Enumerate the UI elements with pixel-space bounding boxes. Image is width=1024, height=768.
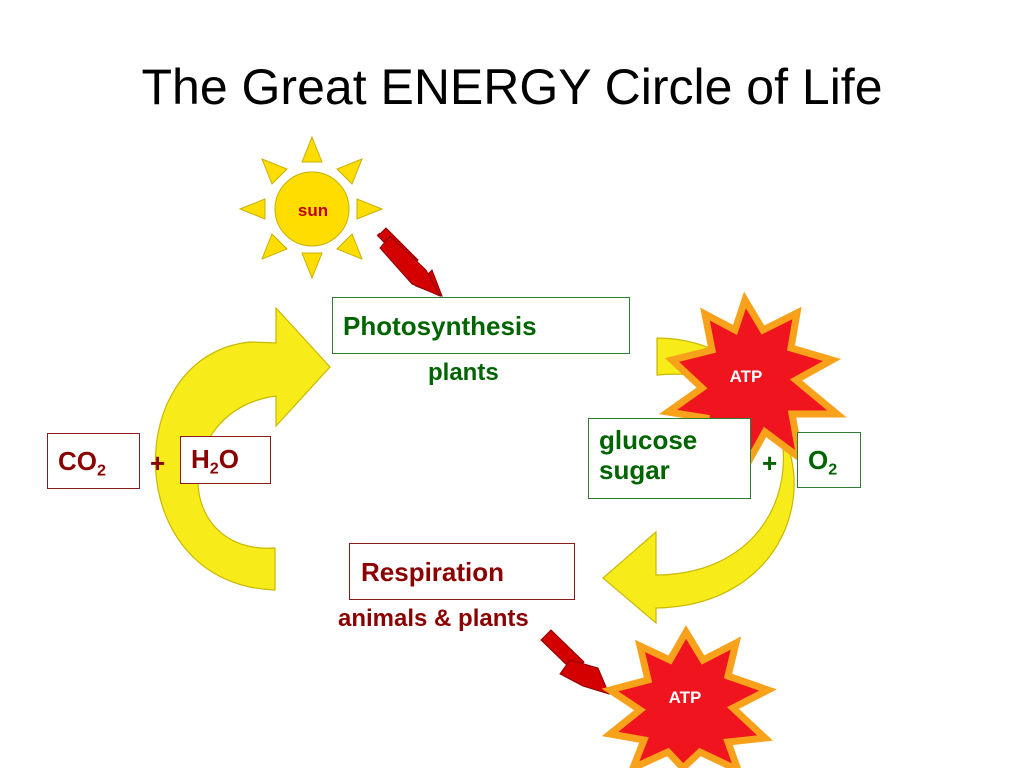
- o2-label: O2: [808, 445, 838, 479]
- h2o-label: H2O: [191, 444, 239, 478]
- energy-arrow-respiration: [540, 629, 610, 695]
- glucose-sugar-box: glucose sugar: [588, 418, 751, 499]
- sugar-label: sugar: [599, 455, 670, 485]
- respiration-label: Respiration: [361, 557, 505, 587]
- h2o-box: H2O: [180, 436, 271, 484]
- energy-arrow-sun: [376, 227, 443, 298]
- co2-label: CO2: [58, 446, 106, 480]
- sun-label: sun: [298, 201, 328, 220]
- photosynthesis-sublabel: plants: [428, 359, 499, 386]
- atp-burst-bottom: [601, 625, 777, 768]
- respiration-sublabel: animals & plants: [338, 605, 529, 632]
- respiration-box: Respiration: [349, 543, 575, 600]
- atp-label-bottom: ATP: [668, 688, 702, 707]
- plus-sign-right: +: [762, 448, 778, 478]
- sun-icon: [238, 135, 384, 280]
- atp-label-top: ATP: [729, 367, 763, 386]
- cycle-arrow-left: [154, 306, 331, 591]
- glucose-label: glucose: [599, 425, 698, 455]
- photosynthesis-box: Photosynthesis: [332, 297, 630, 354]
- o2-box: O2: [797, 432, 861, 488]
- photosynthesis-label: Photosynthesis: [343, 311, 537, 341]
- co2-box: CO2: [47, 433, 140, 489]
- page-title: The Great ENERGY Circle of Life: [141, 59, 883, 115]
- plus-sign-left: +: [150, 448, 166, 478]
